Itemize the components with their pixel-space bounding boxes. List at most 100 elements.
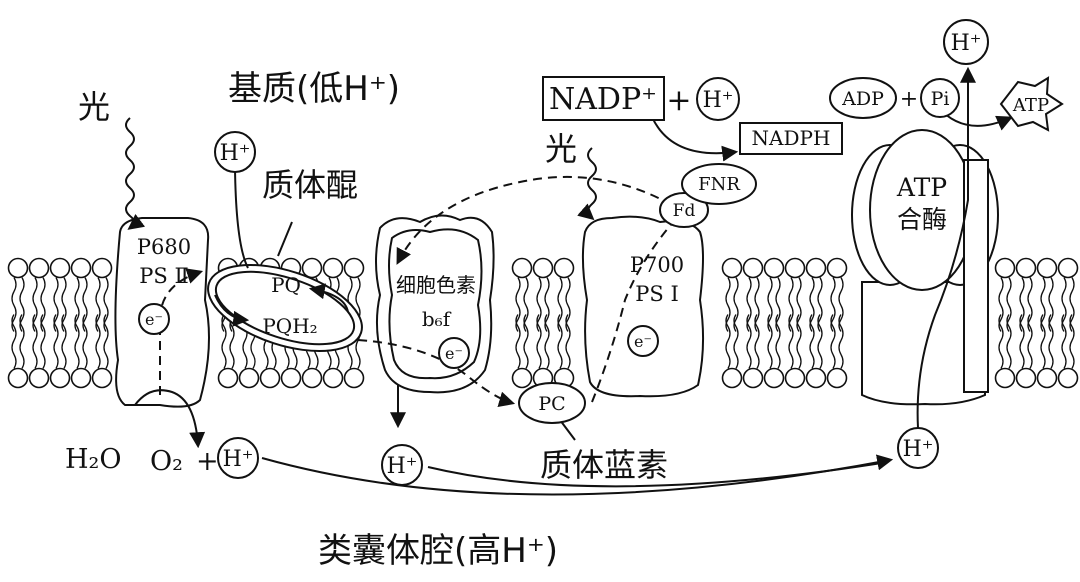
electron-path-pqh2-to-cyt — [357, 339, 516, 408]
lipid-head — [28, 257, 50, 279]
lipid-tail — [1048, 314, 1054, 369]
light-squiggle-left — [125, 117, 146, 230]
lipid-head — [301, 257, 323, 279]
lipid-tail — [1061, 314, 1067, 369]
adp-plus-label: + — [900, 87, 918, 112]
pc-label: PC — [538, 393, 565, 415]
fd-label: Fd — [673, 201, 696, 221]
electron-ps2 — [138, 303, 170, 335]
lipid-tail — [754, 314, 760, 369]
lipid-head — [1057, 367, 1079, 389]
lipid-head — [994, 367, 1016, 389]
lipid-tail — [19, 314, 25, 369]
plastocyanin-label: 质体蓝素 — [540, 446, 668, 484]
lipid-tail — [95, 314, 101, 369]
lipid-head — [322, 367, 344, 389]
arrow-lumen-h-flow-1 — [261, 454, 894, 496]
ps1-label-line2: PS Ⅰ — [635, 282, 679, 306]
lipid-tail — [725, 314, 731, 369]
lipid-tail — [32, 314, 38, 369]
arrow-pq-to-pqh2 — [214, 294, 250, 327]
electron-label-cyt: e⁻ — [445, 344, 463, 363]
ps2-label-line2: PS Ⅱ — [139, 264, 188, 288]
lipid-tail — [11, 314, 17, 369]
lipid-head — [280, 367, 302, 389]
h-ion-label-lumen-cyt: H⁺ — [387, 454, 418, 479]
lipid-head — [343, 367, 365, 389]
plastoquinone-label: 质体醌 — [262, 166, 358, 204]
lipid-tail — [733, 314, 739, 369]
adp-label: ADP — [841, 88, 884, 110]
arrow-stroma-h-into-pq — [234, 167, 249, 269]
lipid-head — [1057, 257, 1079, 279]
lipid-head — [217, 367, 239, 389]
arrow-pqh2-to-pq — [308, 283, 349, 313]
lipid-head — [70, 257, 92, 279]
lipid-head — [763, 367, 785, 389]
lipid-head — [91, 367, 113, 389]
lipid-tail — [74, 314, 80, 369]
light-squiggle-right — [577, 147, 597, 221]
light-label-right: 光 — [545, 130, 577, 168]
h-ion-stroma-pq — [214, 131, 256, 173]
electron-label-ps1: e⁻ — [634, 332, 652, 351]
lipid-tail — [536, 314, 542, 369]
lipid-tail — [515, 314, 521, 369]
lipid-tail — [838, 314, 844, 369]
lipid-head — [721, 367, 743, 389]
lipid-tail — [229, 314, 235, 369]
atp-synthase-label-line1: ATP — [896, 173, 947, 202]
lipid-head — [826, 257, 848, 279]
stroma-label: 基质(低H⁺) — [228, 69, 400, 109]
lipid-tail — [1069, 314, 1075, 369]
lipid-head — [511, 257, 533, 279]
atp-synthase-label-line2: 合酶 — [897, 205, 947, 234]
lipid-head — [826, 367, 848, 389]
atp-synthase-base — [861, 281, 986, 406]
lipid-head — [1015, 367, 1037, 389]
lipid-head — [91, 257, 113, 279]
lipid-tail — [809, 314, 815, 369]
lipid-head — [70, 367, 92, 389]
adp-oval — [829, 77, 897, 119]
lipid-head — [238, 367, 260, 389]
light-label-left: 光 — [78, 88, 110, 126]
h-ion-label-lumen-atp: H⁺ — [903, 437, 934, 462]
lipid-head — [553, 257, 575, 279]
electron-ps1 — [627, 325, 659, 357]
lipid-head — [763, 257, 785, 279]
lipid-head — [301, 367, 323, 389]
lipid-tail — [565, 314, 571, 369]
ferredoxin-fd — [659, 192, 709, 228]
h-ion-label-nadp: H⁺ — [703, 88, 734, 113]
lipid-tail — [82, 314, 88, 369]
h-ion-lumen-atp — [897, 427, 939, 469]
lipid-tail — [788, 314, 794, 369]
lipid-head — [784, 367, 806, 389]
lipid-head — [49, 257, 71, 279]
lipid-tail — [767, 314, 773, 369]
thylakoid-membrane — [7, 257, 1079, 389]
lipid-head — [784, 257, 806, 279]
lipid-tail — [40, 314, 46, 369]
lipid-tail — [830, 314, 836, 369]
ps2-label-line1: P680 — [137, 235, 191, 259]
h-ion-lumen-cyt — [381, 444, 423, 486]
lipid-tail — [544, 314, 550, 369]
pq-label: PQ — [271, 273, 301, 297]
lipid-head — [994, 257, 1016, 279]
lipid-head — [1015, 257, 1037, 279]
oxygen-label: O₂ — [150, 446, 183, 477]
lipid-head — [259, 367, 281, 389]
lipid-tail — [1027, 314, 1033, 369]
atp-product-label: ATP — [1012, 95, 1049, 116]
lipid-head — [511, 367, 533, 389]
lipid-tail — [523, 314, 529, 369]
line-plastocyanin-label — [559, 419, 576, 441]
nadp-label: NADP⁺ — [549, 82, 657, 117]
lipid-head — [1036, 257, 1058, 279]
lipid-tail — [1006, 314, 1012, 369]
lipid-tail — [746, 314, 752, 369]
ps1-label-line1: P700 — [630, 253, 684, 277]
atp-star — [999, 76, 1064, 132]
